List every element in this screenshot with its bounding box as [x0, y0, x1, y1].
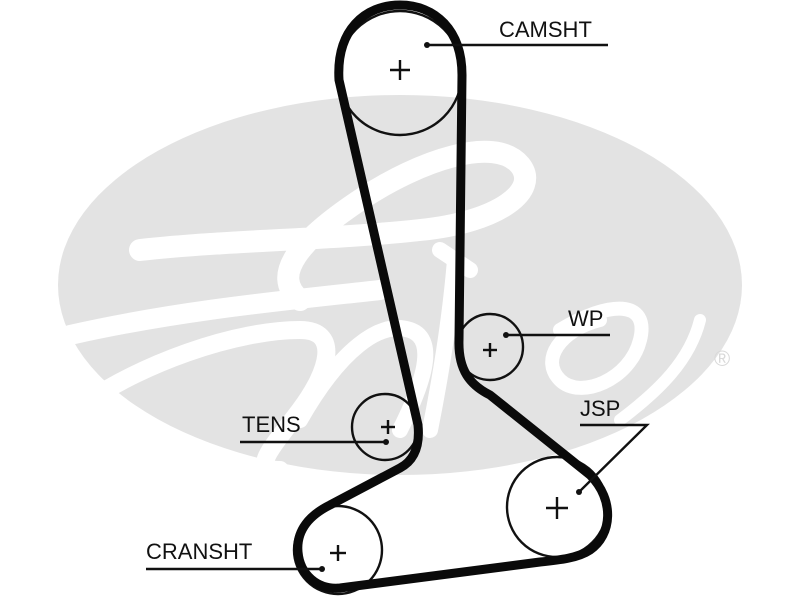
watermark-script-letters — [51, 140, 706, 479]
crankshaft-center-icon — [330, 545, 346, 561]
camshaft-center-icon — [390, 60, 410, 80]
jackshaft-leader — [578, 423, 650, 493]
jackshaft-center-icon — [546, 497, 568, 519]
center-marks — [330, 60, 568, 561]
water-pump-label: WP — [568, 306, 603, 331]
jackshaft-label: JSP — [580, 396, 620, 421]
registered-mark: ® — [714, 346, 730, 371]
tensioner-center-icon — [381, 420, 395, 434]
camshaft-label: CAMSHT — [499, 17, 592, 42]
leader-dots — [319, 42, 582, 572]
timing-belt — [293, 0, 613, 593]
leader-lines — [146, 43, 650, 571]
water-pump-center-icon — [483, 343, 497, 357]
tensioner-label: TENS — [242, 412, 301, 437]
crankshaft-label: CRANSHT — [146, 539, 252, 564]
gates-logo-watermark: ® — [51, 95, 742, 479]
